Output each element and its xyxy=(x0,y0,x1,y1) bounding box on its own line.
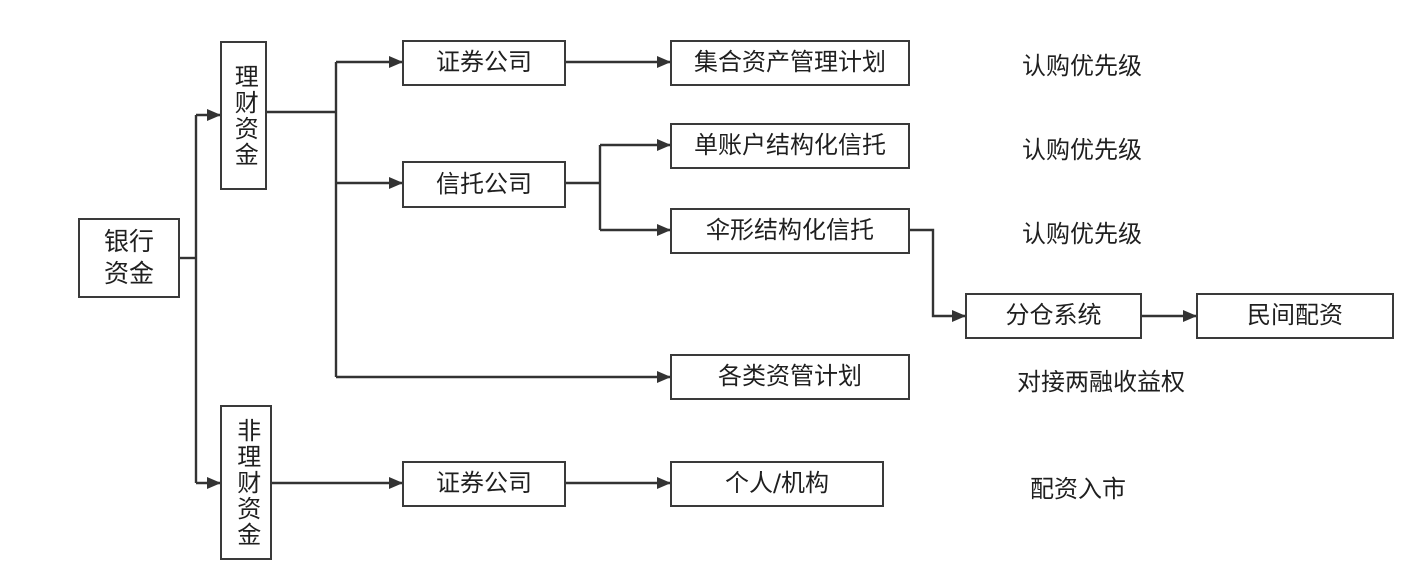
connector-umbrella-to-subwarehouse xyxy=(910,228,966,322)
node-securities-company-2-label: 证券公司 xyxy=(436,469,532,498)
node-private-margin: 民间配资 xyxy=(1196,293,1394,339)
node-trust-company-label: 信托公司 xyxy=(436,169,532,198)
node-collective-asset-plan: 集合资产管理计划 xyxy=(670,40,910,86)
label-subscription-priority-2: 认购优先级 xyxy=(1022,136,1142,164)
node-sub-warehouse-system-label: 分仓系统 xyxy=(1005,301,1102,330)
node-collective-asset-plan-label: 集合资产管理计划 xyxy=(694,48,886,77)
node-wealth-funds: 理财资金 xyxy=(220,41,267,190)
node-private-margin-label: 民间配资 xyxy=(1247,301,1343,330)
label-margin-entry: 配资入市 xyxy=(1030,475,1126,503)
node-individual-institution: 个人/机构 xyxy=(670,461,884,507)
node-umbrella-trust-label: 伞形结构化信托 xyxy=(706,216,874,245)
node-bank-funds: 银行资金 xyxy=(78,218,180,298)
node-bank-funds-label: 银行资金 xyxy=(103,226,154,289)
node-securities-company-1-label: 证券公司 xyxy=(436,48,532,77)
node-trust-company: 信托公司 xyxy=(402,161,566,208)
label-margin-income-rights: 对接两融收益权 xyxy=(1017,368,1185,396)
node-single-account-trust-label: 单账户结构化信托 xyxy=(694,131,886,160)
node-wealth-funds-label: 理财资金 xyxy=(230,63,259,168)
node-umbrella-trust: 伞形结构化信托 xyxy=(670,208,910,254)
node-securities-company-1: 证券公司 xyxy=(402,40,566,86)
label-subscription-priority-3: 认购优先级 xyxy=(1022,220,1142,248)
node-asset-management-plans-label: 各类资管计划 xyxy=(718,362,862,391)
label-subscription-priority-1: 认购优先级 xyxy=(1022,52,1142,80)
node-sub-warehouse-system: 分仓系统 xyxy=(965,293,1142,339)
node-securities-company-2: 证券公司 xyxy=(402,461,566,507)
node-non-wealth-funds: 非理财资金 xyxy=(220,405,272,560)
node-individual-institution-label: 个人/机构 xyxy=(724,469,830,498)
node-single-account-trust: 单账户结构化信托 xyxy=(670,123,910,169)
node-non-wealth-funds-label: 非理财资金 xyxy=(232,417,261,548)
node-asset-management-plans: 各类资管计划 xyxy=(670,354,910,400)
